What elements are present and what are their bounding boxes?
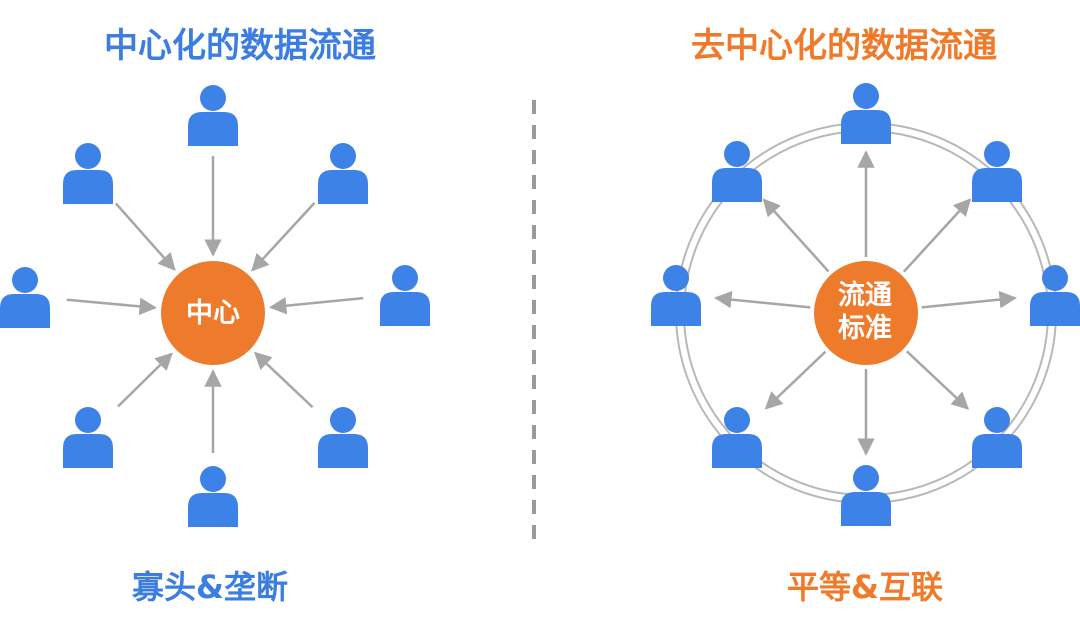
user-icon	[380, 265, 430, 326]
user-icon	[651, 265, 701, 326]
outbound-arrow-bottom-left	[764, 350, 827, 410]
user-icon	[1030, 265, 1080, 326]
outbound-arrow-top-right	[902, 198, 972, 273]
center-hub-label: 中心	[186, 298, 240, 329]
standard-hub-circle	[814, 261, 918, 365]
standard-hub-label: 流通 标准	[815, 279, 915, 345]
centralized-caption: 寡头&垄断	[132, 568, 288, 606]
outbound-arrow-left	[714, 290, 811, 309]
standard-hub-label-line1: 流通	[838, 280, 892, 311]
outbound-arrow-right	[921, 290, 1017, 309]
user-icon	[63, 407, 113, 468]
inbound-arrow-right	[268, 296, 364, 315]
user-icon	[712, 141, 762, 202]
user-icon	[972, 407, 1022, 468]
user-icon	[0, 267, 50, 328]
center-hub-circle	[161, 261, 265, 365]
user-icon	[188, 466, 238, 527]
standard-hub-label-line2: 标准	[838, 313, 892, 344]
inbound-arrow-top-left	[114, 202, 176, 271]
inbound-arrow-top-right	[251, 202, 316, 272]
user-icon	[318, 407, 368, 468]
decentralized-title: 去中心化的数据流通	[691, 26, 997, 66]
outbound-arrow-bottom-right	[905, 350, 970, 410]
inbound-arrow-left	[66, 297, 157, 316]
user-icon	[63, 143, 113, 204]
user-icon	[972, 141, 1022, 202]
user-icon	[841, 83, 891, 144]
centralized-title: 中心化的数据流通	[104, 26, 376, 66]
user-icon	[188, 85, 238, 146]
user-icon	[318, 143, 368, 204]
decentralized-caption: 平等&互联	[787, 568, 943, 606]
inbound-arrow-bottom-left	[117, 352, 173, 408]
outbound-arrow-top-left	[762, 198, 830, 273]
user-icon	[712, 407, 762, 468]
user-icon	[841, 465, 891, 526]
inbound-arrow-bottom-right	[253, 351, 314, 409]
